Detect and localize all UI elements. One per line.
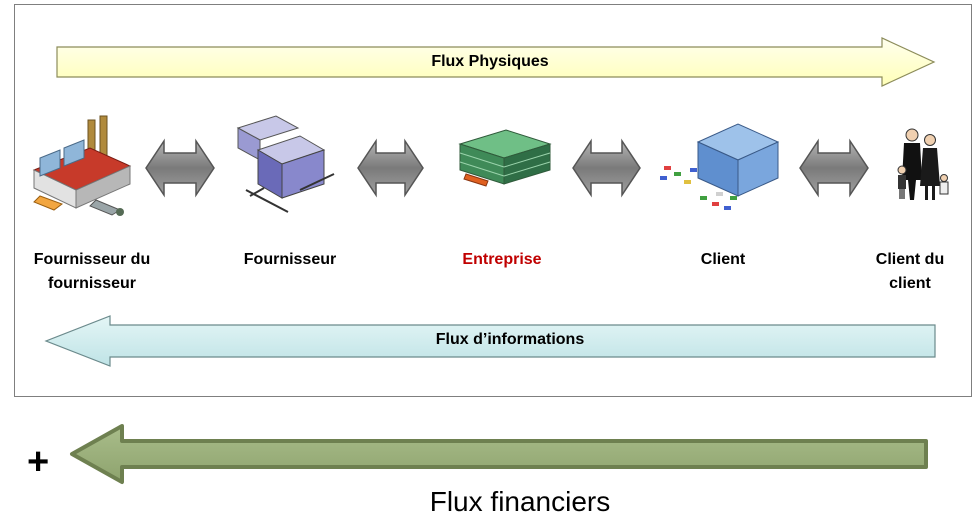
double-arrow-icon bbox=[145, 138, 215, 198]
plus-sign: + bbox=[27, 441, 50, 483]
actor-label-supplier: Fournisseur bbox=[243, 251, 337, 268]
warehouse-icon bbox=[236, 115, 335, 213]
actor-label-client: Client bbox=[700, 251, 746, 268]
company-building-icon bbox=[458, 129, 552, 187]
physical-flow-arrow bbox=[56, 37, 936, 87]
information-flow-label: Flux d’informations bbox=[435, 331, 585, 348]
financial-flow-label: Flux financiers bbox=[429, 486, 611, 517]
double-arrow-icon bbox=[799, 138, 869, 198]
double-arrow-icon bbox=[357, 138, 424, 198]
physical-flow-label: Flux Physiques bbox=[431, 53, 549, 70]
store-icon bbox=[660, 123, 780, 210]
financial-flow-arrow bbox=[70, 424, 928, 484]
double-arrow-icon bbox=[572, 138, 641, 198]
people-icon bbox=[897, 128, 949, 200]
actor-label-company: Entreprise bbox=[462, 251, 542, 268]
information-flow-arrow bbox=[44, 315, 936, 367]
actor-label-supplier-of-supplier: Fournisseur du fournisseur bbox=[33, 251, 151, 292]
actor-label-client-of-client: Client du client bbox=[875, 251, 945, 292]
factory-icon bbox=[32, 115, 132, 216]
